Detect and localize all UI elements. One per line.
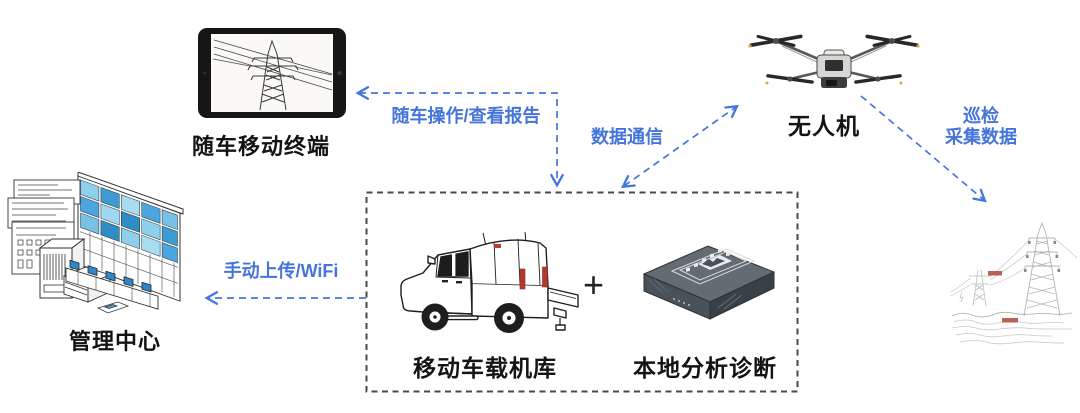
desk-phone bbox=[96, 301, 130, 314]
inspection-edge-label-line2: 采集数据 bbox=[945, 127, 1017, 147]
truck-tailgate bbox=[547, 287, 579, 308]
drone-icon bbox=[748, 34, 920, 88]
hangar-label: 移动车载机库 bbox=[413, 355, 557, 381]
control-room-icon bbox=[7, 172, 184, 314]
tablet-home-button bbox=[337, 71, 342, 75]
hangar-truck-icon bbox=[400, 232, 579, 333]
terminal-label: 随车移动终端 bbox=[191, 134, 330, 159]
tower-annotation-mark bbox=[1002, 318, 1018, 323]
inspection-edge-label-line1: 巡检 bbox=[963, 106, 999, 126]
operator-desks bbox=[65, 259, 159, 310]
landing-pad-pattern bbox=[670, 248, 756, 285]
analysis-box-icon bbox=[642, 245, 776, 320]
edge-drone-to-powerline bbox=[860, 95, 987, 203]
operate-view-edge-label: 随车操作/查看报告 bbox=[391, 106, 541, 126]
management-label: 管理中心 bbox=[68, 329, 161, 354]
desk-monitors bbox=[69, 259, 152, 293]
tablet-screen bbox=[211, 34, 333, 112]
truck-wheels bbox=[421, 303, 524, 333]
drone-label: 无人机 bbox=[788, 113, 860, 139]
video-wall bbox=[77, 175, 181, 302]
large-tower bbox=[1023, 221, 1061, 317]
power-line-scene-icon bbox=[950, 221, 1078, 345]
manual-upload-edge-label: 手动上传/WiFi bbox=[223, 261, 339, 281]
terrain bbox=[951, 311, 1073, 345]
tower-annotation-mark bbox=[988, 271, 1002, 276]
power-wires bbox=[950, 238, 1078, 297]
hangar-group-dashed-box bbox=[365, 191, 799, 393]
plus-sign: + bbox=[583, 264, 605, 305]
tablet-icon bbox=[198, 28, 346, 118]
power-tower-photo bbox=[212, 39, 333, 111]
small-tower bbox=[959, 269, 991, 307]
edge-hangar-drone-data-link bbox=[621, 104, 739, 189]
edge-hangar-to-terminal bbox=[355, 86, 564, 188]
inspection-edge-label: 巡检 采集数据 bbox=[921, 106, 1041, 148]
analysis-label: 本地分析诊断 bbox=[633, 355, 777, 381]
data-comm-edge-label: 数据通信 bbox=[591, 127, 663, 147]
truck-canopy bbox=[469, 239, 549, 287]
